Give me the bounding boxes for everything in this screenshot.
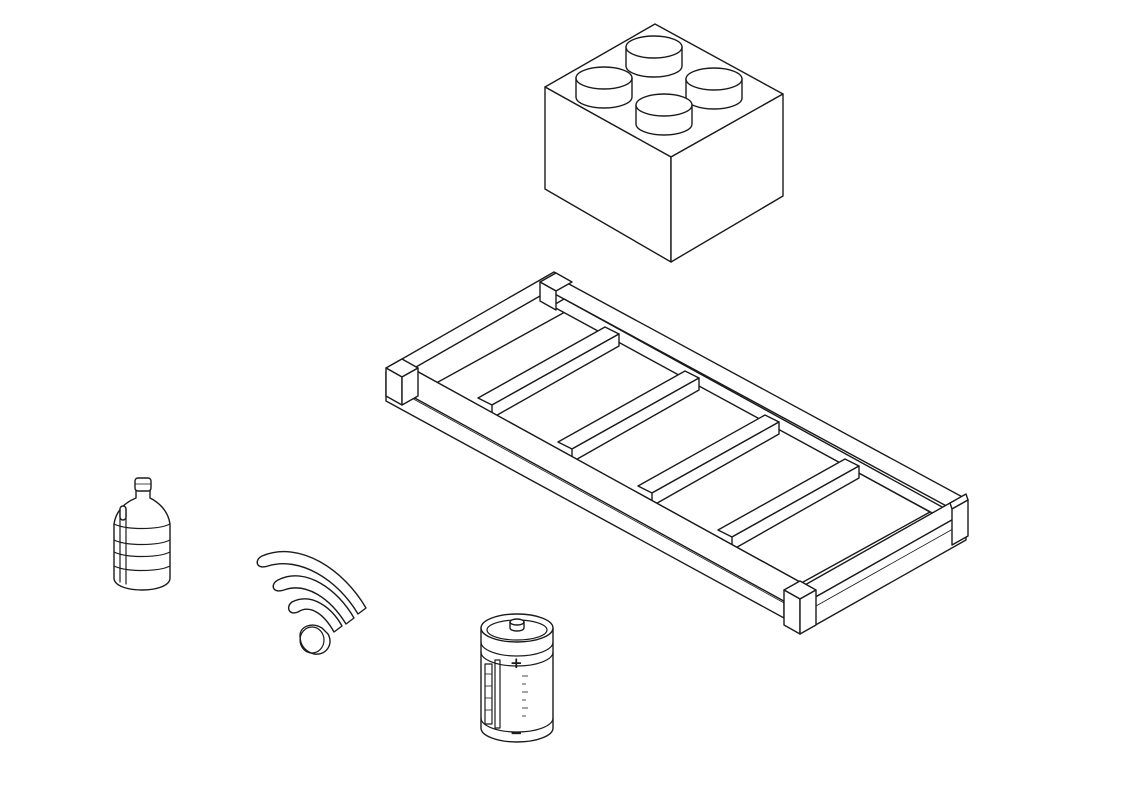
frame-crossbar bbox=[637, 414, 780, 507]
brick-stud bbox=[625, 35, 683, 78]
battery-minus-label: − bbox=[510, 724, 523, 742]
frame-corner bbox=[949, 493, 969, 546]
frame-icon bbox=[385, 271, 969, 635]
brick-stud bbox=[685, 67, 743, 110]
frame-corner bbox=[385, 358, 419, 406]
frame-corner bbox=[539, 272, 573, 311]
brick-stud bbox=[575, 66, 633, 109]
frame-crossbar bbox=[717, 458, 860, 551]
frame-corner bbox=[783, 580, 817, 635]
wifi-icon bbox=[256, 550, 367, 655]
battery-plus-label: + bbox=[510, 654, 523, 672]
battery-icon: + − bbox=[480, 613, 554, 743]
bottle-icon bbox=[113, 477, 171, 591]
brick-stud bbox=[635, 93, 693, 136]
brick-icon bbox=[544, 23, 784, 263]
